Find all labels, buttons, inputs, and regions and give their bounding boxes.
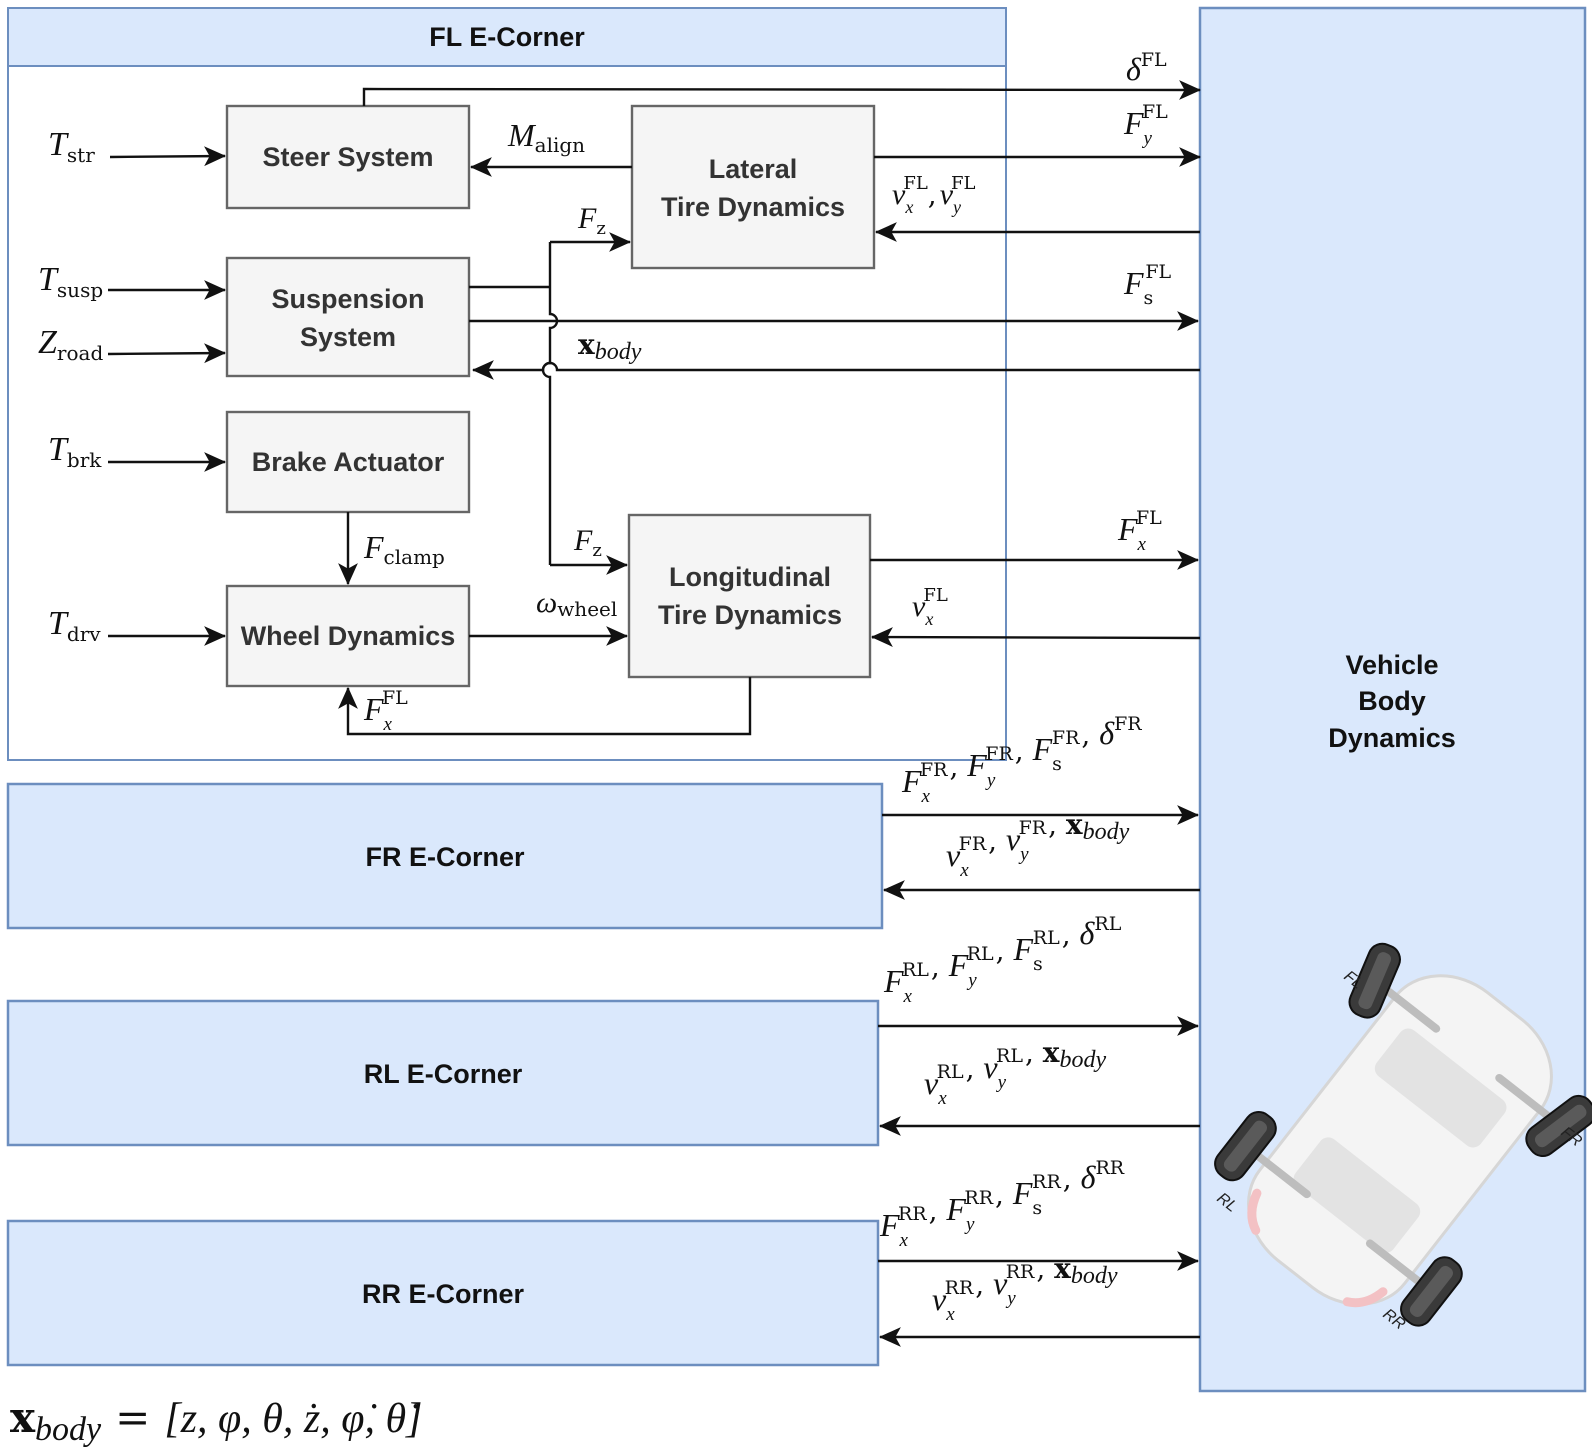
- wire-delta-out: [362, 80, 1202, 106]
- longitudinal-label-2: Tire Dynamics: [658, 600, 842, 630]
- wire-fz-vertical: [541, 242, 559, 565]
- wire-z-road: [107, 343, 227, 364]
- label-t-str: Tstr: [48, 126, 95, 167]
- suspension-system-block: Suspension System: [225, 256, 471, 378]
- label-t-brk: Tbrk: [48, 431, 102, 472]
- footnote-xbody-definition: xbody=[z, φ, θ, ż, φ̇, θ̇]: [10, 1393, 422, 1448]
- label-t-susp: Tsusp: [38, 261, 103, 302]
- label-fr-outputs: FxFR, FyFR, FsFR, δFR: [901, 713, 1142, 807]
- label-vxy-fl: vxFL,vyFL: [892, 173, 976, 217]
- axle-rl: [1252, 1150, 1311, 1199]
- corner-fr-title: FR E-Corner: [365, 842, 525, 872]
- label-fx-feedback: FxFL: [363, 687, 408, 735]
- label-z-road: Zroad: [38, 324, 103, 365]
- axle-rr: [1365, 1239, 1425, 1287]
- label-rr-outputs: FxRR, FyRR, FsRR, δRR: [879, 1157, 1125, 1251]
- wire-t-str: [109, 146, 227, 167]
- axle-fl: [1381, 985, 1441, 1033]
- label-fr-inputs: vxFR, vyFR, xbody: [946, 808, 1130, 881]
- fl-signal-labels: Tstr Tsusp Zroad Tbrk Tdrv Malign Fz Fz …: [38, 49, 1171, 735]
- wire-xbody-in: [471, 360, 1200, 380]
- lateral-label-2: Tire Dynamics: [661, 192, 845, 222]
- label-omega-wheel: ωwheel: [536, 586, 617, 621]
- car-windshield: [1374, 1028, 1507, 1148]
- label-vx-fl: vxFL: [912, 585, 948, 629]
- steer-system-block: Steer System: [225, 104, 471, 210]
- vehicle-body-title-1: Vehicle: [1345, 650, 1438, 680]
- label-t-drv: Tdrv: [48, 605, 101, 646]
- label-rr-inputs: vxRR, vyRR, xbody: [932, 1252, 1118, 1325]
- tail-light-right: [1342, 1287, 1388, 1308]
- label-fz-lateral: Fz: [577, 202, 606, 239]
- corner-rl-title: RL E-Corner: [364, 1059, 523, 1089]
- wheel-rr-icon: [1400, 1256, 1463, 1327]
- car-rear-window: [1293, 1137, 1421, 1253]
- corner-rr-title: RR E-Corner: [362, 1279, 525, 1309]
- vehicle-body-title-3: Dynamics: [1328, 723, 1456, 753]
- label-m-align: Malign: [507, 117, 585, 157]
- car-illustration-icon: [1214, 942, 1592, 1327]
- label-fz-longitudinal: Fz: [573, 524, 602, 561]
- suspension-label-2: System: [300, 322, 396, 352]
- label-f-clamp: Fclamp: [363, 529, 445, 569]
- label-delta-fl: δFL: [1126, 49, 1167, 87]
- label-rl-inputs: vxRL, vyRL, xbody: [924, 1036, 1106, 1109]
- corner-rl: RL E-Corner FxRL, FyRL, FsRL, δRL vxRL, vy…: [6, 913, 1200, 1147]
- label-fx-fl: FxFL: [1117, 507, 1162, 555]
- steer-system-label: Steer System: [262, 142, 433, 172]
- brake-actuator-label: Brake Actuator: [252, 447, 445, 477]
- longitudinal-tire-dynamics-block: Longitudinal Tire Dynamics: [627, 513, 872, 679]
- lateral-tire-dynamics-block: Lateral Tire Dynamics: [630, 104, 876, 270]
- wheel-dynamics-block: Wheel Dynamics: [225, 584, 471, 688]
- tail-light-left: [1247, 1188, 1262, 1235]
- wire-fx-feedback: [338, 677, 752, 736]
- car-body: [1247, 974, 1553, 1306]
- brake-actuator-block: Brake Actuator: [225, 410, 471, 514]
- suspension-label-1: Suspension: [271, 284, 424, 314]
- lateral-label-1: Lateral: [709, 154, 798, 184]
- fl-corner-title: FL E-Corner: [429, 22, 585, 52]
- vehicle-body-title-2: Body: [1358, 686, 1426, 716]
- label-x-body: xbody: [578, 328, 642, 365]
- wheel-rl-icon: [1214, 1111, 1277, 1182]
- wire-vx-in: [870, 627, 1201, 647]
- fl-wires: [107, 80, 1202, 736]
- label-rl-outputs: FxRL, FyRL, FsRL, δRL: [883, 913, 1122, 1007]
- axle-fr: [1495, 1073, 1554, 1122]
- longitudinal-label-1: Longitudinal: [669, 562, 831, 592]
- label-fs-fl: FsFL: [1123, 261, 1171, 309]
- corner-fr-block: [6, 782, 884, 930]
- wheel-dynamics-label: Wheel Dynamics: [241, 621, 456, 651]
- corner-rr-block: [6, 1219, 880, 1367]
- wheel-fr-icon: [1525, 1094, 1592, 1158]
- label-fy-fl: FyFL: [1123, 101, 1168, 149]
- wheel-fl-icon: [1348, 942, 1401, 1019]
- fl-corner-header: [7, 7, 1007, 67]
- corner-rl-block: [6, 999, 880, 1147]
